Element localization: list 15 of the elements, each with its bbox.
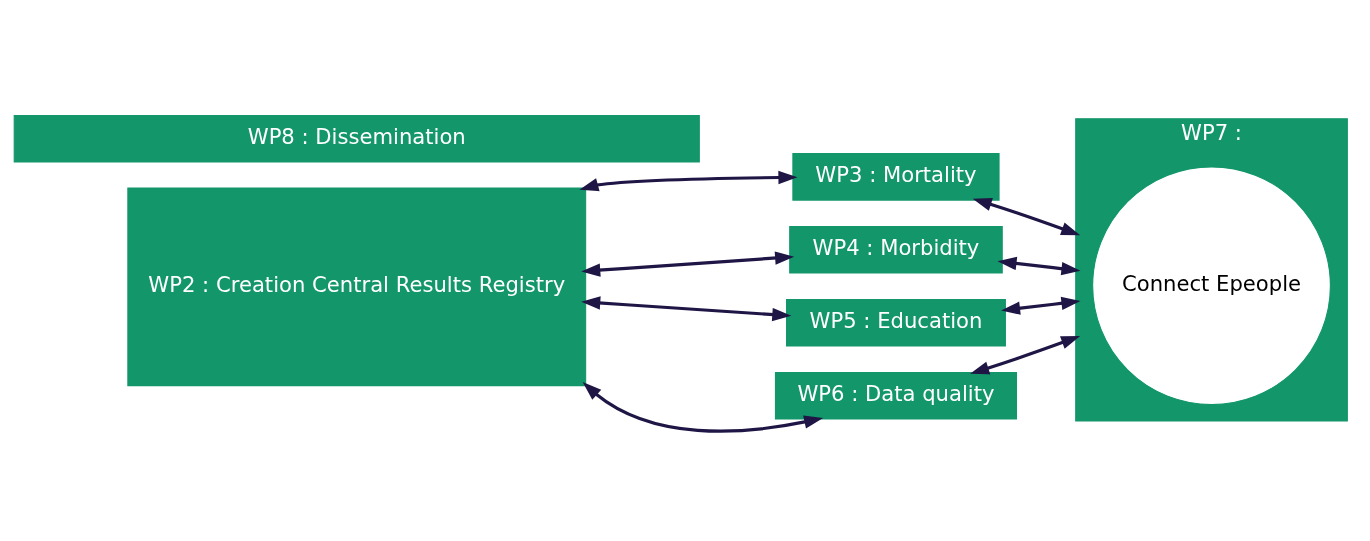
arrow	[1001, 296, 1081, 315]
node-box: WP6 : Data quality	[774, 371, 1018, 419]
arrow	[970, 335, 1081, 374]
node-circle: Connect Epeople	[1092, 165, 1331, 405]
node-box: WP8 : Dissemination	[13, 114, 700, 163]
arrow	[581, 295, 792, 321]
arrow	[579, 170, 798, 191]
arrow	[582, 381, 824, 433]
node-box: WP3 : Mortality	[792, 152, 1000, 201]
arrow	[972, 197, 1081, 235]
node-box: WP4 : Morbidity	[789, 225, 1003, 274]
arrow	[997, 256, 1081, 275]
arrow	[581, 250, 795, 277]
node-box: WP5 : Education	[786, 298, 1006, 347]
node-box: WP2 : Creation Central Results Registry	[127, 186, 587, 386]
